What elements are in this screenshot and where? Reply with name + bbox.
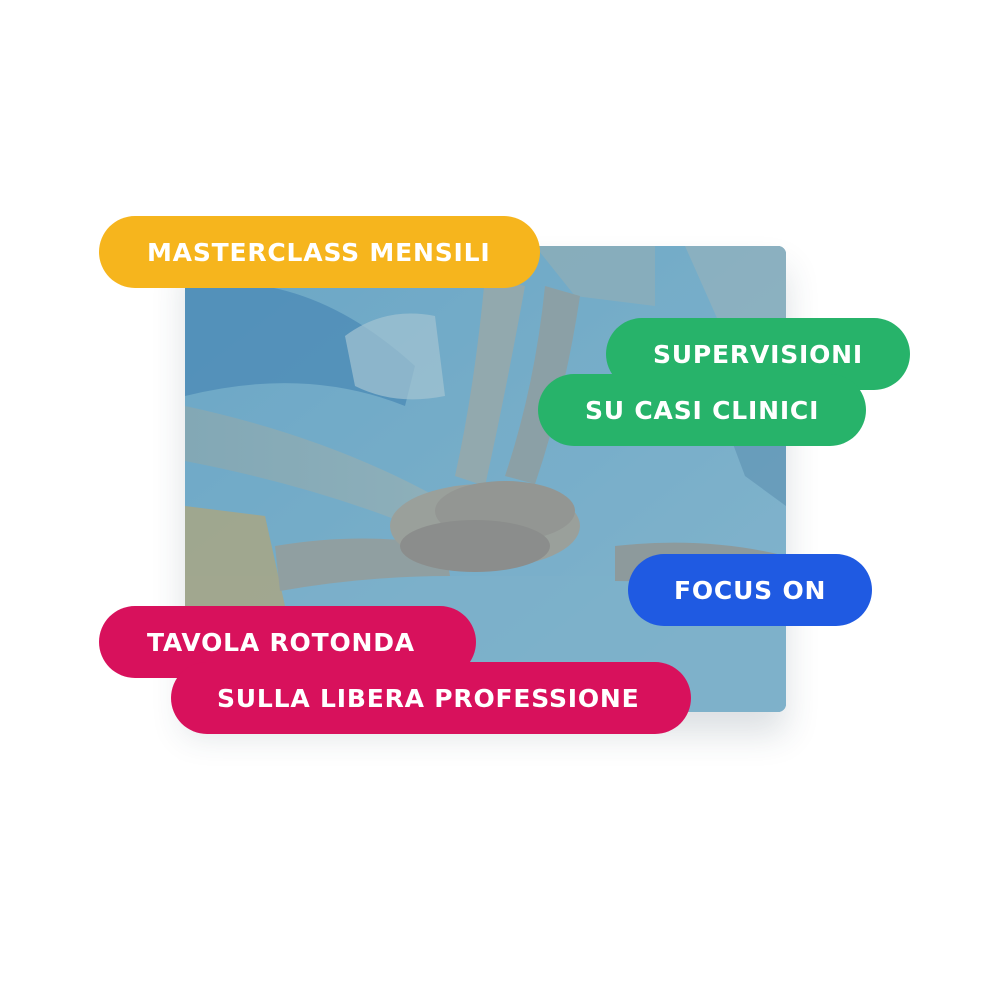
focus-on-label: FOCUS ON xyxy=(674,575,827,605)
libera-professione-pill: SULLA LIBERA PROFESSIONE xyxy=(171,662,691,734)
casi-clinici-label: SU CASI CLINICI xyxy=(585,395,820,425)
supervisioni-label: SUPERVISIONI xyxy=(653,339,863,369)
masterclass-label: MASTERCLASS MENSILI xyxy=(147,237,491,267)
libera-professione-label: SULLA LIBERA PROFESSIONE xyxy=(217,683,640,713)
masterclass-pill: MASTERCLASS MENSILI xyxy=(99,216,540,288)
casi-clinici-pill: SU CASI CLINICI xyxy=(538,374,866,446)
focus-on-pill: FOCUS ON xyxy=(628,554,872,626)
tavola-rotonda-label: TAVOLA ROTONDA xyxy=(147,627,415,657)
